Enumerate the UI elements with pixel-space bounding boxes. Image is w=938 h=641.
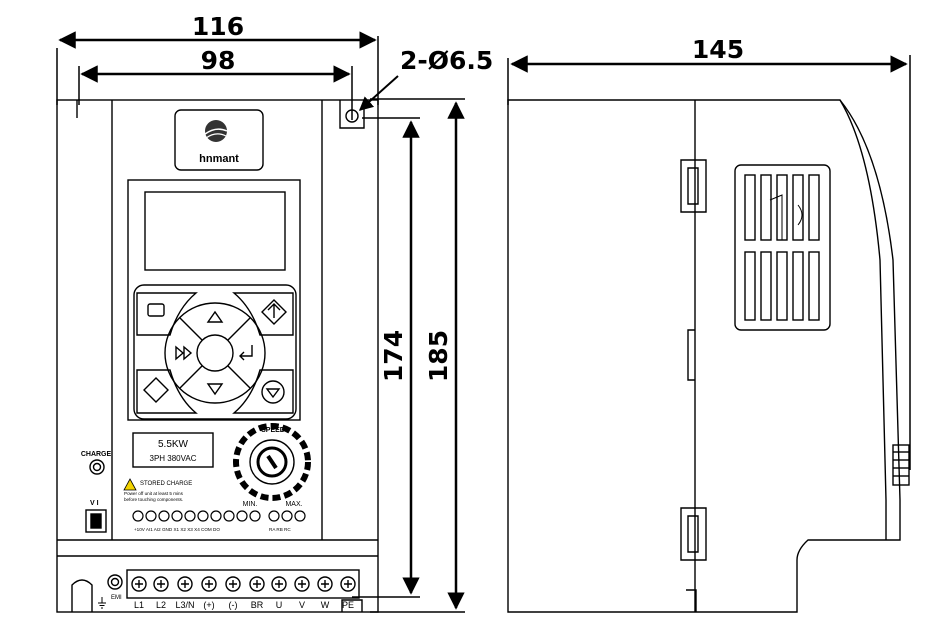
nav-center (196, 334, 234, 372)
control-terminal-labels: +10V AI1 AI2 GND X1 X2 X3 X4 COM DO (134, 527, 220, 532)
warning-line2: before touching components. (124, 497, 183, 502)
speed-label: SPEED (261, 427, 285, 434)
terminal-label-pe: PE (342, 600, 354, 610)
keypad-frame (133, 284, 297, 420)
mounting-height-label: 174 (379, 330, 408, 382)
side-ridge (687, 329, 695, 381)
terminal-label-l2: L2 (156, 600, 166, 610)
side-view (507, 99, 910, 613)
mount-tab-top (339, 100, 365, 129)
depth-label: 145 (692, 35, 744, 64)
mounting-width-label: 98 (201, 46, 236, 75)
keypad-panel (127, 179, 301, 421)
mount-slot-bottom-left (71, 579, 93, 612)
warning-icon (123, 478, 137, 491)
rating-power: 5.5KW (158, 439, 189, 450)
up-arrow-icon[interactable] (206, 310, 224, 323)
dim-mounting-width: 98 (78, 46, 353, 120)
program-key[interactable] (136, 292, 198, 336)
stop-key[interactable] (232, 369, 294, 414)
speed-scale (233, 423, 311, 501)
dim-mounting-height: 174 (352, 117, 420, 598)
terminal-label-minus: (-) (229, 600, 238, 610)
nav-ring (164, 302, 266, 404)
terminal-label-br: BR (251, 600, 264, 610)
stop-key-icon (261, 380, 285, 404)
lcd-display (144, 191, 286, 271)
enter-key-icon[interactable] (239, 345, 253, 361)
brand-badge (174, 109, 264, 171)
warning-title: STORED CHARGE (140, 481, 192, 487)
warning-line1: Power off unit at least 5 mins (124, 491, 184, 496)
nav-divider-1 (179, 317, 203, 341)
brand-name: hnmant (199, 153, 239, 165)
charge-indicator (89, 459, 105, 475)
vent-slots (744, 174, 820, 321)
run-key-icon[interactable] (175, 345, 193, 361)
stop-arrow-glyph (265, 388, 281, 399)
terminal-label-plus: (+) (203, 600, 214, 610)
power-terminal-block (126, 569, 360, 599)
terminal-label-v: V (299, 600, 305, 610)
ground-icon (98, 597, 106, 609)
terminal-label-l3n: L3/N (175, 600, 194, 610)
internal-component-hint (769, 194, 803, 240)
nav-divider-4 (227, 365, 251, 389)
max-label: MAX. (285, 501, 302, 508)
side-front-cover-edge (839, 99, 887, 540)
shift-key-icon (143, 377, 169, 403)
speed-knob-pointer (266, 454, 278, 470)
overall-height-label: 185 (424, 330, 453, 382)
brand-logo-icon (204, 120, 228, 142)
charge-indicator-inner (92, 462, 102, 472)
side-clip-top (680, 159, 707, 213)
nav-divider-2 (227, 317, 251, 341)
dim-overall-height: 185 (370, 98, 465, 613)
vi-switch-lever (90, 513, 102, 529)
nav-divider-3 (179, 365, 203, 389)
up-arrow-glyph (267, 303, 281, 318)
program-key-icon (147, 303, 165, 317)
side-connector (892, 444, 910, 486)
terminal-label-l1: L1 (134, 600, 144, 610)
mount-holes-label: 2-Ø6.5 (400, 46, 493, 75)
emi-screw (107, 574, 123, 590)
up-arrow-icon (261, 299, 287, 325)
enter-up-key[interactable] (232, 292, 294, 336)
dim-overall-width: 116 (56, 12, 379, 105)
vi-switch[interactable] (85, 509, 107, 533)
side-foot (686, 589, 697, 612)
mount-hole-top (345, 109, 359, 123)
down-arrow-icon[interactable] (206, 383, 224, 396)
vent-grille (734, 164, 831, 331)
terminal-label-u: U (276, 600, 283, 610)
vi-switch-label: V I (90, 500, 99, 507)
rating-supply: 3PH 380VAC (150, 454, 197, 463)
speed-knob-inner (256, 446, 288, 478)
mount-slot-bottom-right (341, 599, 363, 612)
charge-label: CHARGE (81, 451, 112, 458)
dim-mount-holes: 2-Ø6.5 (358, 46, 493, 111)
speed-knob-icon[interactable] (249, 439, 295, 485)
front-housing-outline (56, 99, 379, 613)
rating-box (132, 432, 214, 468)
dim-depth: 145 (507, 35, 911, 470)
control-terminal-holes (132, 510, 306, 522)
min-label: MIN. (243, 501, 258, 508)
shift-key[interactable] (136, 369, 198, 414)
side-housing-outline (507, 99, 901, 613)
terminal-label-w: W (321, 600, 330, 610)
relay-terminal-labels: RA RB RC (269, 527, 291, 532)
overall-width-label: 116 (192, 12, 244, 41)
side-clip-bottom (680, 507, 707, 561)
emi-screw-inner (110, 577, 120, 587)
emi-label: EMI (111, 595, 122, 601)
power-terminal-labels: L1 L2 L3/N (+) (-) BR U V W PE (134, 600, 354, 610)
power-terminal-screws (131, 576, 356, 592)
front-view: hnmant (56, 99, 379, 613)
